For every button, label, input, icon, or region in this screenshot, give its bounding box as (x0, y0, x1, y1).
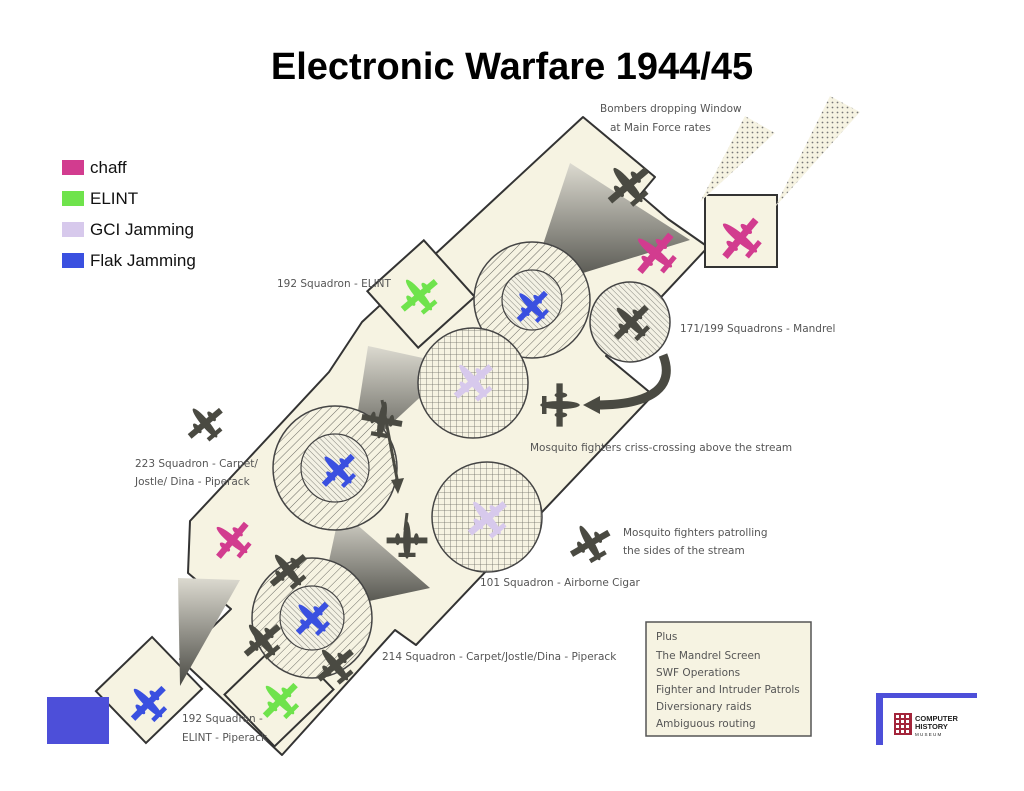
search-beam-bottom (178, 578, 240, 686)
plus-box-line: The Mandrel Screen (655, 650, 761, 662)
legend-swatch-chaff (62, 160, 84, 175)
logo-line-3: M U S E U M (915, 732, 942, 737)
window-cloud-2 (775, 96, 860, 207)
legend-swatch-gci-jamming (62, 222, 84, 237)
slide-title: Electronic Warfare 1944/45 (270, 46, 754, 88)
label-mosquito-patrol-2: the sides of the stream (623, 545, 745, 557)
label-192-bottom-2: ELINT - Piperack (182, 732, 268, 744)
plus-box-heading: Plus (656, 631, 677, 643)
plus-box-line: Diversionary raids (656, 701, 752, 713)
patrol-plane-icon (561, 515, 619, 571)
flak-box-bottom (94, 635, 204, 745)
legend-label: Flak Jamming (90, 250, 196, 270)
label-171-199: 171/199 Squadrons - Mandrel (680, 323, 835, 335)
legend-swatch-flak-jamming (62, 253, 84, 268)
logo-line-2: HISTORY (915, 722, 948, 731)
window-cloud-1 (700, 116, 775, 202)
legend-item-gci-jamming: GCI Jamming (62, 214, 196, 245)
logo-line-1: COMPUTER (915, 714, 959, 723)
label-mosquito-patrol: Mosquito fighters patrolling (623, 527, 768, 539)
mosquito-crossing-arrow (595, 353, 671, 410)
legend-item-chaff: chaff (62, 152, 196, 183)
label-bombers-2: at Main Force rates (610, 122, 711, 134)
footer-decoration-square (47, 697, 109, 744)
chaff-box-topright (704, 194, 778, 268)
legend-item-elint: ELINT (62, 183, 196, 214)
label-192-elint: 192 Squadron - ELINT (277, 278, 392, 290)
label-192-bottom: 192 Squadron - (182, 713, 263, 725)
plus-box-line: Ambiguous routing (656, 718, 756, 730)
computer-history-museum-logo: COMPUTER HISTORY M U S E U M (876, 693, 977, 745)
legend-label: GCI Jamming (90, 219, 194, 239)
plus-box-line: Fighter and Intruder Patrols (656, 684, 800, 696)
legend-label: ELINT (90, 188, 139, 208)
legend: chaff ELINT GCI Jamming Flak Jamming (62, 152, 196, 276)
label-214: 214 Squadron - Carpet/Jostle/Dina - Pipe… (382, 651, 617, 663)
legend-item-flak-jamming: Flak Jamming (62, 245, 196, 276)
label-223-2: Jostle/ Dina - Piperack (134, 476, 251, 488)
label-mosquito-criss: Mosquito fighters criss-crossing above t… (530, 442, 792, 454)
label-bombers: Bombers dropping Window (600, 103, 742, 115)
intruder-plane-icon (177, 395, 233, 451)
label-101: 101 Squadron - Airborne Cigar (480, 577, 641, 589)
label-223: 223 Squadron - Carpet/ (135, 458, 258, 470)
plus-box-line: SWF Operations (656, 667, 740, 679)
plus-box (645, 621, 812, 737)
legend-label: chaff (90, 157, 127, 177)
legend-swatch-elint (62, 191, 84, 206)
